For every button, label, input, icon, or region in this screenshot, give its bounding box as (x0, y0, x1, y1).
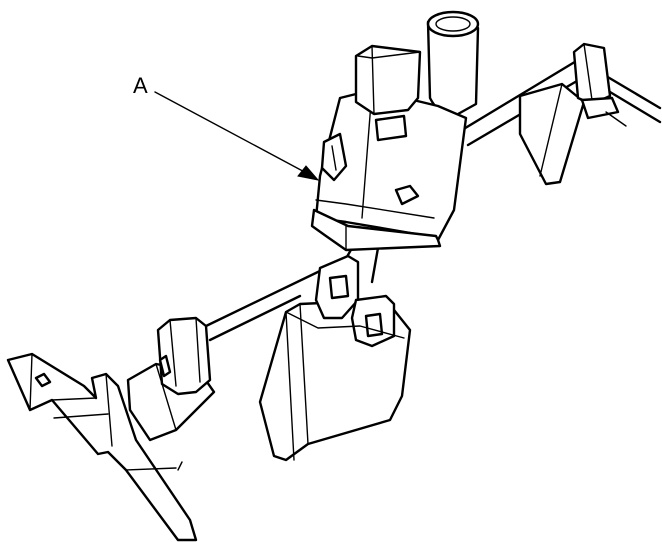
harness-clip-lower-left (126, 316, 216, 442)
connector-a (310, 10, 480, 252)
callout-label-a: A (133, 73, 148, 98)
harness-clip-upper-right (518, 42, 627, 186)
mounting-bracket (6, 352, 198, 542)
callout-a: A (133, 73, 320, 181)
lower-plug-housing (258, 254, 412, 462)
callout-leader-line (154, 91, 313, 177)
callout-arrowhead (297, 165, 320, 181)
